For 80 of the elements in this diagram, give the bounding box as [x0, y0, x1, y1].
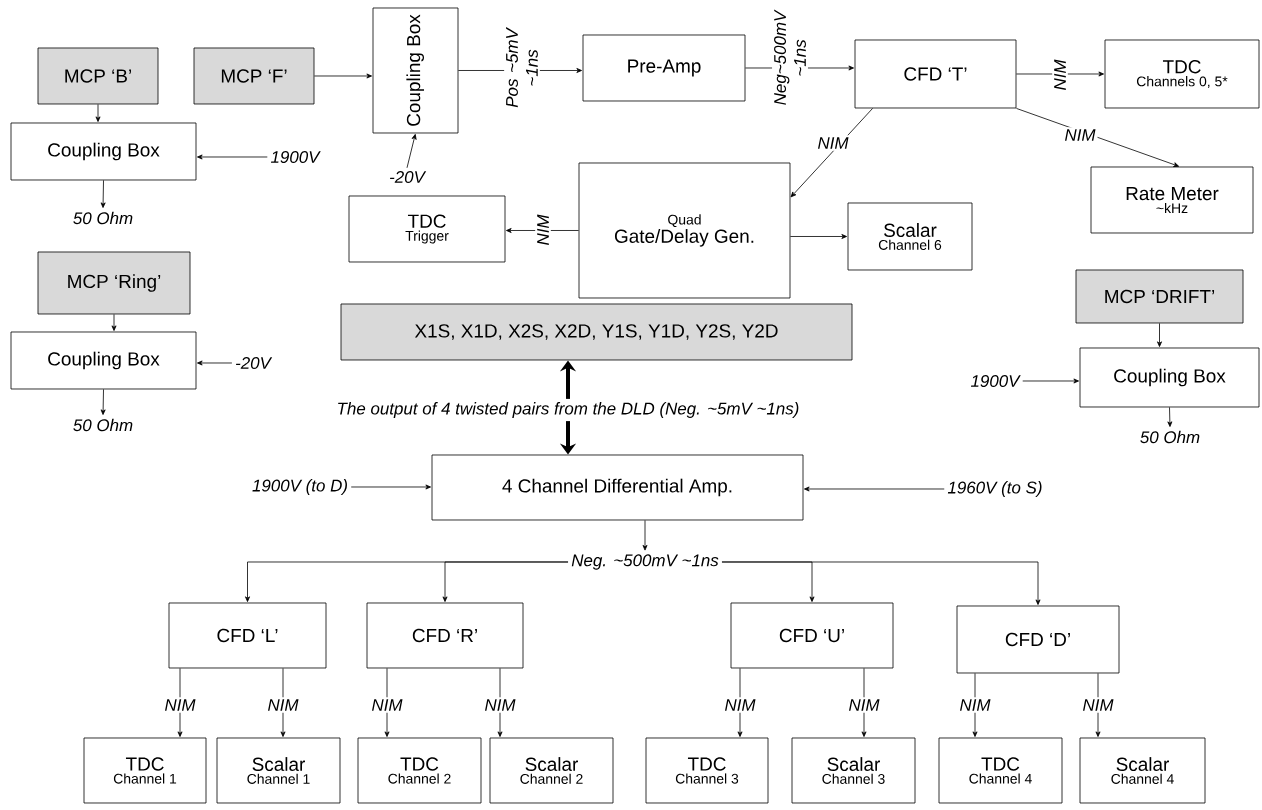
arrow [100, 180, 106, 208]
edge-label: Neg~500mV ~1ns [772, 6, 808, 110]
process-box: Coupling Box [372, 7, 459, 134]
arrow [197, 154, 268, 160]
process-box: TDC Channels 0, 5* [1104, 39, 1260, 109]
edge-label: NIM [162, 697, 198, 713]
process-box: CFD ‘T’ [854, 39, 1017, 109]
process-box: Scalar Channel 3 [791, 737, 916, 804]
text-label: 50 Ohm [1140, 430, 1200, 444]
text-label: 1900V [270, 151, 321, 163]
arrow [1167, 407, 1173, 427]
arrow [95, 104, 101, 122]
arrow [384, 668, 390, 737]
edge-label: NIM [265, 697, 301, 713]
process-box: TDC Channel 4 [938, 737, 1063, 804]
arrow [100, 389, 106, 415]
text-label: 50 Ohm [73, 211, 133, 225]
arrow [111, 314, 117, 331]
shaded-box: MCP ‘B’ [37, 47, 159, 105]
text-label: 1960V (to S) [947, 481, 1042, 497]
process-box: 4 Channel Differential Amp. [431, 454, 804, 521]
edge-label: NIM [369, 697, 405, 713]
process-box: Coupling Box [10, 331, 197, 390]
arrow [506, 228, 579, 233]
arrow [280, 668, 286, 737]
arrow [197, 360, 233, 366]
process-box: Quad Gate/Delay Gen. [578, 162, 791, 299]
edge-label: NIM [846, 697, 882, 713]
process-box: Scalar Channel 2 [489, 737, 614, 804]
arrow [804, 486, 945, 492]
arrow [442, 561, 569, 602]
arrow [350, 484, 431, 490]
text-label: 50 Ohm [73, 418, 133, 432]
process-box: Scalar Channel 6 [847, 202, 973, 271]
process-box: Scalar Channel 1 [216, 737, 341, 804]
edge-label: NIM [815, 135, 851, 151]
process-box: Rate Meter ~kHz [1090, 166, 1254, 234]
text-label: Neg. ~500mV ~1ns [571, 554, 719, 570]
text-label: The output of 4 twisted pairs from the DLD (Neg. ~5mV ~1ns) [338, 402, 799, 418]
edge-label: NIM [1062, 127, 1098, 143]
arrow [1016, 71, 1104, 77]
edge-label: NIM [482, 697, 518, 713]
arrow [177, 668, 183, 737]
process-box: CFD ‘U’ [730, 602, 894, 669]
text-label: 1900V [970, 375, 1021, 387]
arrow [497, 668, 503, 737]
shaded-box: MCP ‘F’ [193, 47, 315, 105]
process-box: TDC Channel 2 [357, 737, 482, 804]
arrow [642, 520, 648, 551]
process-box: CFD ‘L’ [168, 602, 327, 669]
arrow [790, 234, 847, 239]
arrow [1157, 323, 1162, 347]
arrow [721, 561, 1041, 605]
process-box: CFD ‘R’ [366, 602, 524, 669]
process-box: Pre-Amp [582, 34, 746, 102]
shaded-box: MCP ‘Ring’ [37, 251, 191, 315]
arrow [737, 668, 743, 737]
text-label: 1900V (to D) [252, 479, 347, 495]
edge-label: NIM [722, 697, 758, 713]
arrow [406, 134, 417, 169]
edge-label: NIM [957, 697, 993, 713]
arrow [1022, 378, 1079, 384]
text-label: -20V [390, 171, 427, 183]
process-box: Coupling Box [10, 122, 197, 181]
shaded-box: MCP ‘DRIFT’ [1075, 269, 1244, 324]
process-box: Scalar Channel 4 [1079, 737, 1206, 804]
edge-label: NIM [535, 212, 551, 248]
arrow [861, 668, 867, 737]
arrow [314, 73, 372, 79]
arrow [790, 108, 873, 198]
edge-label: Pos ~5mV ~1ns [504, 24, 540, 112]
process-box: Coupling Box [1079, 347, 1260, 408]
process-box: TDC Trigger [348, 195, 506, 263]
process-box: TDC Channel 3 [645, 737, 769, 804]
text-label: -20V [236, 357, 273, 369]
shaded-box: X1S, X1D, X2S, X2D, Y1S, Y1D, Y2S, Y2D [340, 303, 853, 361]
edge-label: NIM [1052, 57, 1068, 93]
process-box: TDC Channel 1 [83, 737, 207, 804]
process-box: CFD ‘D’ [956, 605, 1120, 674]
edge-label: NIM [1080, 697, 1116, 713]
